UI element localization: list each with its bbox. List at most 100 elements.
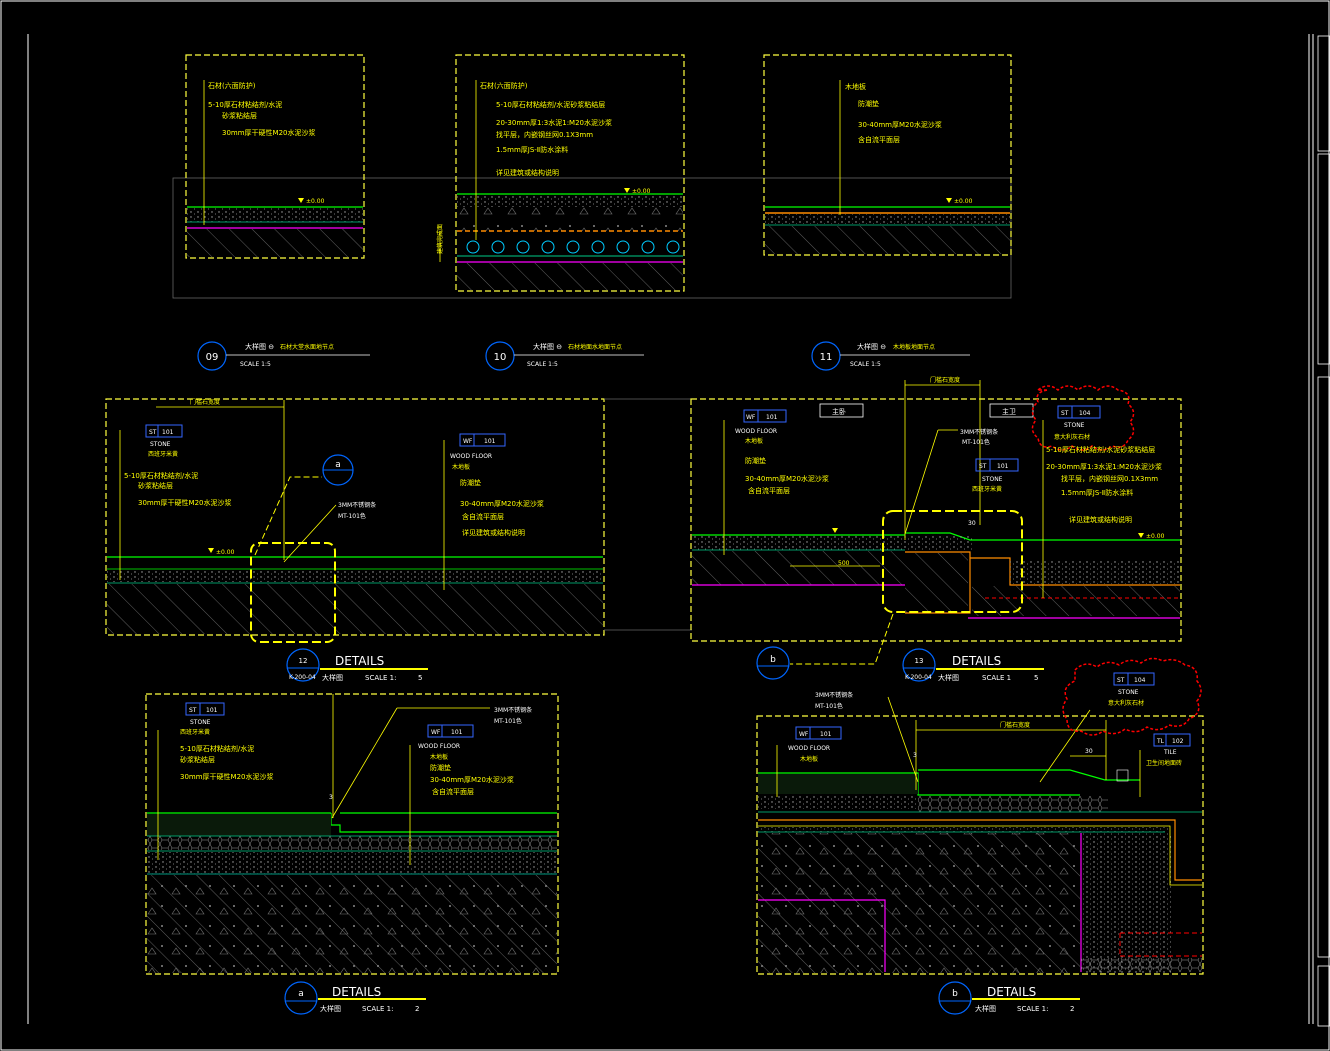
note: 5-10厚石材粘结剂/水泥砂浆粘结层 <box>1046 445 1155 454</box>
detail-letter: b <box>952 989 958 999</box>
level-text: ±0.00 <box>306 198 325 205</box>
detail-number: 10 <box>494 352 507 363</box>
detail-11-notes: 木地板 防潮垫 30-40mm厚M20水泥沙浆 含自流平面层 <box>845 82 942 144</box>
callout-letter: b <box>770 655 776 665</box>
note: 含自流平面层 <box>858 135 900 144</box>
note: 5-10厚石材粘结剂/水泥砂浆粘结层 <box>496 100 605 109</box>
detail-scale-value: 5 <box>1034 674 1038 682</box>
tag-st-101: ST 101 STONE 西班牙米黄 <box>180 702 225 736</box>
note: 砂浆粘结层 <box>180 755 215 764</box>
detail-b-border <box>756 715 1204 975</box>
note: 详见建筑或结构说明 <box>496 168 559 177</box>
tag-zh: 木地板 <box>430 753 448 761</box>
revision-cloud <box>1031 385 1135 451</box>
tag-num: 101 <box>206 707 218 714</box>
tag-code: ST <box>1061 410 1069 417</box>
callout-circle <box>286 648 320 682</box>
note: 含自流平面层 <box>432 787 474 796</box>
tag-name: WOOD FLOOR <box>418 743 460 750</box>
tag-code: ST <box>189 707 197 714</box>
note: 3MM不锈钢条 <box>815 691 853 699</box>
note: 3MM不锈钢条 <box>960 428 998 436</box>
detail-b-title: b DETAILS 大样图 SCALE 1: 2 <box>938 981 1080 1015</box>
detail-09-notes: 石材(六面防护) 5-10厚石材粘结剂/水泥 砂浆粘结层 30mm厚干硬性M20… <box>208 81 316 137</box>
room-label: 主卧 <box>832 407 846 416</box>
tag-num: 104 <box>1134 677 1146 684</box>
tag-name: STONE <box>1064 422 1085 429</box>
tag-num: 101 <box>766 414 778 421</box>
note: 含自流平面层 <box>462 512 504 521</box>
note: 砂浆粘结层 <box>222 111 257 120</box>
dimension-text: 30 <box>1085 748 1093 755</box>
detail-subtitle: 木地板地面节点 <box>893 343 935 351</box>
level-marker-icon <box>624 188 630 193</box>
detail-number: 13 <box>915 657 924 665</box>
detail-number: 09 <box>206 352 219 363</box>
dimension-text: 门槛石宽度 <box>930 376 960 384</box>
note: 5-10厚石材粘结剂/水泥 <box>124 471 198 480</box>
tag-code: ST <box>1117 677 1125 684</box>
tag-box <box>185 702 225 716</box>
detail-11: 木地板 防潮垫 30-40mm厚M20水泥沙浆 含自流平面层 ±0.00 11 … <box>763 54 1012 371</box>
callout-circle <box>902 648 936 682</box>
note: 含自流平面层 <box>748 486 790 495</box>
detail-title: 大样图 <box>320 1004 341 1013</box>
detail-scale: SCALE 1:5 <box>527 361 558 368</box>
level-text: ±0.00 <box>216 549 235 556</box>
level-text: ±0.00 <box>632 188 651 195</box>
note: MT-101色 <box>962 438 990 446</box>
detail-heading: DETAILS <box>987 985 1036 999</box>
level-text: ±0.00 <box>954 198 973 205</box>
detail-a: 3 ST 101 STONE 西班牙米黄 WF 101 WOOD FLOOR 木… <box>145 693 559 1015</box>
note: 找平层，内嵌钢丝网0.1X3mm <box>1061 474 1158 483</box>
note: 5-10厚石材粘结剂/水泥 <box>180 744 254 753</box>
note: 30-40mm厚M20水泥沙浆 <box>858 120 942 129</box>
note: 防潮垫 <box>745 456 766 465</box>
note: MT-101色 <box>815 702 843 710</box>
tag-code: TL <box>1156 738 1165 745</box>
callout-circle <box>284 981 318 1015</box>
tag-zh: 西班牙米黄 <box>180 728 210 736</box>
detail-number: 12 <box>299 657 308 665</box>
tag-st-104: ST 104 STONE 意大利灰石材 <box>1108 672 1155 707</box>
dimension-text: 门槛石宽度 <box>1000 721 1030 729</box>
detail-a-notes: 5-10厚石材粘结剂/水泥 砂浆粘结层 30mm厚干硬性M20水泥沙浆 防潮垫 … <box>180 706 532 796</box>
detail-scale: SCALE 1: <box>1017 1005 1048 1013</box>
detail-10-border <box>455 54 685 292</box>
tag-name: STONE <box>1118 689 1139 696</box>
tag-zh: 西班牙米黄 <box>972 485 1002 493</box>
room-label-box <box>989 403 1034 418</box>
tag-num: 101 <box>162 429 174 436</box>
note: 防潮垫 <box>460 478 481 487</box>
tag-zh: 意大利灰石材 <box>1108 699 1144 707</box>
detail-subtitle: 石材大堂水面地节点 <box>280 343 334 351</box>
detail-heading: DETAILS <box>952 654 1001 668</box>
dimension-text: 门槛石宽度 <box>190 398 220 406</box>
tag-name: WOOD FLOOR <box>788 745 830 752</box>
tag-code: WF <box>463 438 473 445</box>
tag-code: WF <box>431 729 441 736</box>
note: MT-101色 <box>338 512 366 520</box>
note: 防潮垫 <box>430 763 451 772</box>
detail-scale: SCALE 1:5 <box>850 361 881 368</box>
detail-title: 大样图 ⊖ <box>533 342 562 351</box>
dimension-text: 500 <box>838 560 850 567</box>
level-text: ±0.00 <box>1146 533 1165 540</box>
note: 3MM不锈钢条 <box>338 501 376 509</box>
enlargement-box-a <box>250 542 336 643</box>
tag-num: 102 <box>1172 738 1184 745</box>
note: 找平层，内嵌钢丝网0.1X3mm <box>496 130 593 139</box>
tag-num: 101 <box>820 731 832 738</box>
note: 5-10厚石材粘结剂/水泥 <box>208 100 282 109</box>
detail-a-border <box>145 693 559 975</box>
tag-box <box>1153 733 1191 747</box>
tag-name: TILE <box>1163 749 1177 756</box>
detail-13-border <box>690 398 1182 642</box>
note: 30-40mm厚M20水泥沙浆 <box>745 474 829 483</box>
room-label-box <box>819 403 864 418</box>
note: 20-30mm厚1:3水泥1:M20水泥沙浆 <box>1046 462 1162 471</box>
note: 30-40mm厚M20水泥沙浆 <box>430 775 514 784</box>
detail-scale: SCALE 1 <box>982 674 1011 682</box>
detail-13: 500 门槛石宽度 30 主卧 主卫 WF 101 WOOD FLOOR 木地板… <box>690 376 1182 682</box>
note: 30mm厚干硬性M20水泥沙浆 <box>180 772 274 781</box>
